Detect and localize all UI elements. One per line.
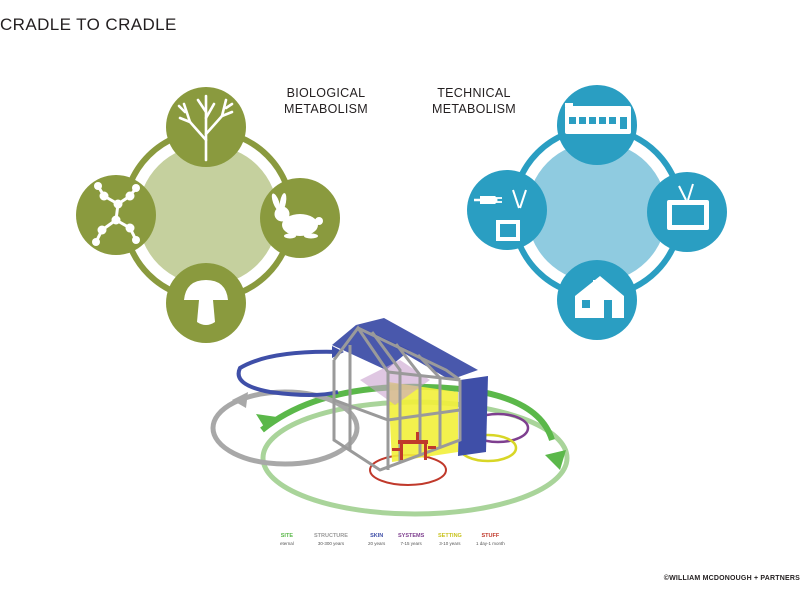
television-icon	[667, 183, 709, 230]
bus-icon	[565, 103, 631, 134]
legend-structure-sub: 30-300 years	[317, 541, 345, 546]
molecule-icon	[92, 182, 140, 246]
legend-item-site: SITE eternal	[280, 533, 294, 547]
bus-node	[557, 85, 637, 165]
tree-icon	[177, 94, 234, 162]
mushroom-node	[166, 263, 246, 343]
furniture-stuff	[392, 432, 436, 460]
wall-panel-blue	[458, 376, 488, 456]
mushroom-icon	[184, 280, 228, 325]
tech-label-line1: TECHNICAL	[437, 86, 511, 100]
roof-panel-right	[356, 318, 478, 380]
legend-systems-sub: 7-15 years	[400, 541, 422, 546]
legend-setting-name: SETTING	[438, 533, 462, 539]
tech-center-disc	[527, 142, 667, 282]
tree-node	[166, 87, 246, 167]
skin-loop	[236, 349, 341, 397]
legend-item-stuff: STUFF 1 day-1 month	[476, 533, 505, 547]
site-arrow-head-2	[545, 450, 566, 470]
legend-item-skin: SKIN 20 years	[368, 533, 385, 547]
legend-site-sub: eternal	[280, 541, 294, 546]
legend-systems-name: SYSTEMS	[398, 533, 425, 539]
legend-site-name: SITE	[280, 533, 293, 539]
plug-icon	[474, 196, 502, 204]
house-node	[557, 260, 637, 340]
diagram-title: CRADLE TO CRADLE	[0, 15, 177, 34]
appliance-node-circle	[467, 170, 547, 250]
interior-systems	[360, 360, 430, 405]
biological-metabolism-label: BIOLOGICAL METABOLISM	[272, 85, 380, 117]
legend-structure-name: STRUCTURE	[314, 533, 348, 539]
site-loop-upper	[260, 383, 555, 441]
monitor-icon	[496, 189, 527, 241]
legend-setting-sub: 3-10 years	[439, 541, 461, 546]
copyright-credit: ©WILLIAM MCDONOUGH + PARTNERS	[663, 575, 800, 582]
legend-stuff-sub: 1 day-1 month	[476, 541, 505, 546]
legend-skin-sub: 20 years	[368, 541, 386, 546]
molecule-node	[76, 175, 156, 255]
legend-stuff-name: STUFF	[481, 533, 500, 539]
layer-legend: SITE eternal STRUCTURE 30-300 years SKIN…	[280, 533, 540, 553]
bio-label-line2: METABOLISM	[283, 102, 369, 116]
legend-item-setting: SETTING 3-10 years	[438, 533, 462, 547]
television-node	[647, 172, 727, 252]
bio-center-disc	[138, 145, 278, 285]
building-frame	[332, 325, 462, 472]
legend-skin-name: SKIN	[370, 533, 384, 539]
structure-arrow-head	[232, 392, 248, 408]
rabbit-icon	[271, 193, 323, 239]
rabbit-node	[260, 178, 340, 258]
house-icon	[575, 276, 624, 318]
appliance-node	[467, 170, 547, 250]
biological-cycle	[76, 87, 340, 343]
skin-arrow-head	[332, 346, 344, 358]
legend-item-systems: SYSTEMS 7-15 years	[398, 533, 424, 547]
building-layers-diagram	[210, 318, 570, 517]
tech-label-line2: METABOLISM	[431, 102, 517, 116]
technical-cycle	[467, 85, 727, 340]
legend-item-structure: STRUCTURE 30-300 years	[314, 533, 348, 547]
technical-metabolism-label: TECHNICAL METABOLISM	[420, 85, 528, 117]
bio-label-line1: BIOLOGICAL	[286, 86, 366, 100]
site-arrow-head	[256, 414, 284, 430]
